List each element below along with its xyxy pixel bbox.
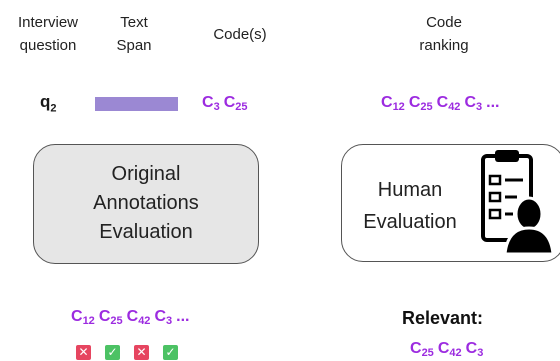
code-item: C3 (154, 308, 173, 327)
question-label: q2 (40, 92, 57, 115)
cross-icon: ✕ (134, 345, 149, 360)
code-item: C25 (98, 308, 123, 327)
header-text-span: Text Span (116, 14, 152, 54)
code-item: C3 (464, 94, 483, 113)
original-annotations-text: Original Annotations Evaluation (93, 163, 199, 243)
text-span-bar (95, 97, 178, 111)
header-codes: Code(s) (213, 26, 267, 43)
clipboard-person-icon (481, 150, 555, 256)
original-annotations-box (33, 144, 259, 264)
ellipsis: ... (176, 308, 190, 325)
code-item: C25 (410, 340, 434, 359)
ellipsis: ... (486, 94, 500, 111)
code-item: C42 (437, 340, 462, 359)
code-item: C25 (223, 94, 248, 113)
code-item: C42 (436, 94, 461, 113)
check-icon: ✓ (163, 345, 178, 360)
code-item: C25 (408, 94, 433, 113)
check-icon: ✓ (105, 345, 120, 360)
code-item: C12 (381, 94, 405, 113)
relevant-label: Relevant: (402, 308, 484, 328)
cross-icon: ✕ (76, 345, 91, 360)
code-item: C12 (71, 308, 95, 327)
human-evaluation-text: Human Evaluation (363, 179, 457, 233)
code-item: C3 (465, 340, 484, 359)
code-item: C3 (202, 94, 220, 113)
code-item: C42 (126, 308, 151, 327)
header-code-ranking: Code ranking (419, 14, 469, 54)
header-interview-question: Interview question (17, 14, 79, 54)
judgment-marks: ✕ ✓ ✕ ✓ (76, 345, 178, 360)
